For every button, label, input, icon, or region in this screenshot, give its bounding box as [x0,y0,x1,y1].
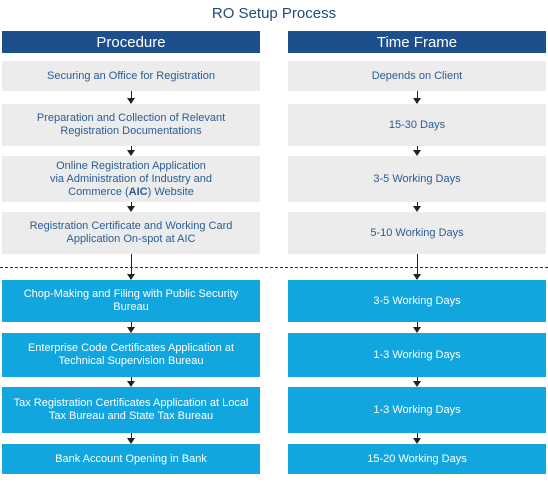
timeframe-step-2: 15-30 Days [288,104,546,146]
timeframe-step-2-label: 15-30 Days [388,118,446,131]
timeframe-step-6-label: 1-3 Working Days [373,348,461,361]
procedure-arrow-4 [127,254,136,280]
timeframe-step-8-label: 15-20 Working Days [367,452,467,465]
timeframe-arrow-2 [413,146,422,156]
timeframe-step-8: 15-20 Working Days [288,444,546,474]
procedure-step-4-label: Registration Certificate and Working Car… [29,220,233,245]
timeframe-step-4-label: 5-10 Working Days [370,226,464,239]
procedure-step-1-label: Securing an Office for Registration [47,69,215,82]
procedure-step-6-label: Enterprise Code Certificates Application… [27,342,235,367]
procedure-step-5-label: Chop-Making and Filing with Public Secur… [23,288,239,313]
procedure-step-3-line3-post: ) Website [147,185,194,198]
procedure-step-5: Chop-Making and Filing with Public Secur… [2,280,260,322]
timeframe-step-1: Depends on Client [288,61,546,91]
procedure-step-1: Securing an Office for Registration [2,61,260,91]
procedure-arrow-2 [127,146,136,156]
procedure-step-7: Tax Registration Certificates Applicatio… [2,387,260,433]
timeframe-arrow-3 [413,202,422,212]
timeframe-step-6: 1-3 Working Days [288,333,546,377]
procedure-step-6: Enterprise Code Certificates Application… [2,333,260,377]
timeframe-arrow-6 [413,377,422,387]
procedure-arrow-5 [127,322,136,333]
procedure-step-2: Preparation and Collection of Relevant R… [2,104,260,146]
procedure-step-4: Registration Certificate and Working Car… [2,212,260,254]
procedure-step-3: Online Registration Application via Admi… [2,156,260,202]
timeframe-step-7-label: 1-3 Working Days [373,403,461,416]
timeframe-step-3: 3-5 Working Days [288,156,546,202]
timeframe-arrow-4 [413,254,422,280]
procedure-step-3-line3-pre: Commerce ( [68,185,129,198]
timeframe-arrow-5 [413,322,422,333]
procedure-arrow-6 [127,377,136,387]
timeframe-arrow-7 [413,433,422,444]
phase-divider [0,267,548,268]
procedure-step-8-label: Bank Account Opening in Bank [55,452,207,465]
procedure-step-2-label: Preparation and Collection of Relevant R… [36,112,226,137]
procedure-step-8: Bank Account Opening in Bank [2,444,260,474]
procedure-arrow-3 [127,202,136,212]
procedure-arrow-1 [127,91,136,104]
diagram-title: RO Setup Process [211,5,337,22]
timeframe-step-7: 1-3 Working Days [288,387,546,433]
timeframe-step-5: 3-5 Working Days [288,280,546,322]
procedure-step-3-line2: via Administration of Industry and [49,172,213,185]
timeframe-step-5-label: 3-5 Working Days [373,294,461,307]
procedure-step-7-label: Tax Registration Certificates Applicatio… [13,397,249,422]
procedure-step-3-line1: Online Registration Application [56,159,206,172]
timeframe-step-1-label: Depends on Client [371,69,463,82]
procedure-header: Procedure [2,31,260,53]
procedure-step-3-label: Online Registration Application via Admi… [50,160,212,199]
procedure-arrow-7 [127,433,136,444]
timeframe-arrow-1 [413,91,422,104]
aic-abbrev: AIC [128,185,148,198]
timeframe-header: Time Frame [288,31,546,53]
timeframe-step-4: 5-10 Working Days [288,212,546,254]
timeframe-step-3-label: 3-5 Working Days [373,172,461,185]
